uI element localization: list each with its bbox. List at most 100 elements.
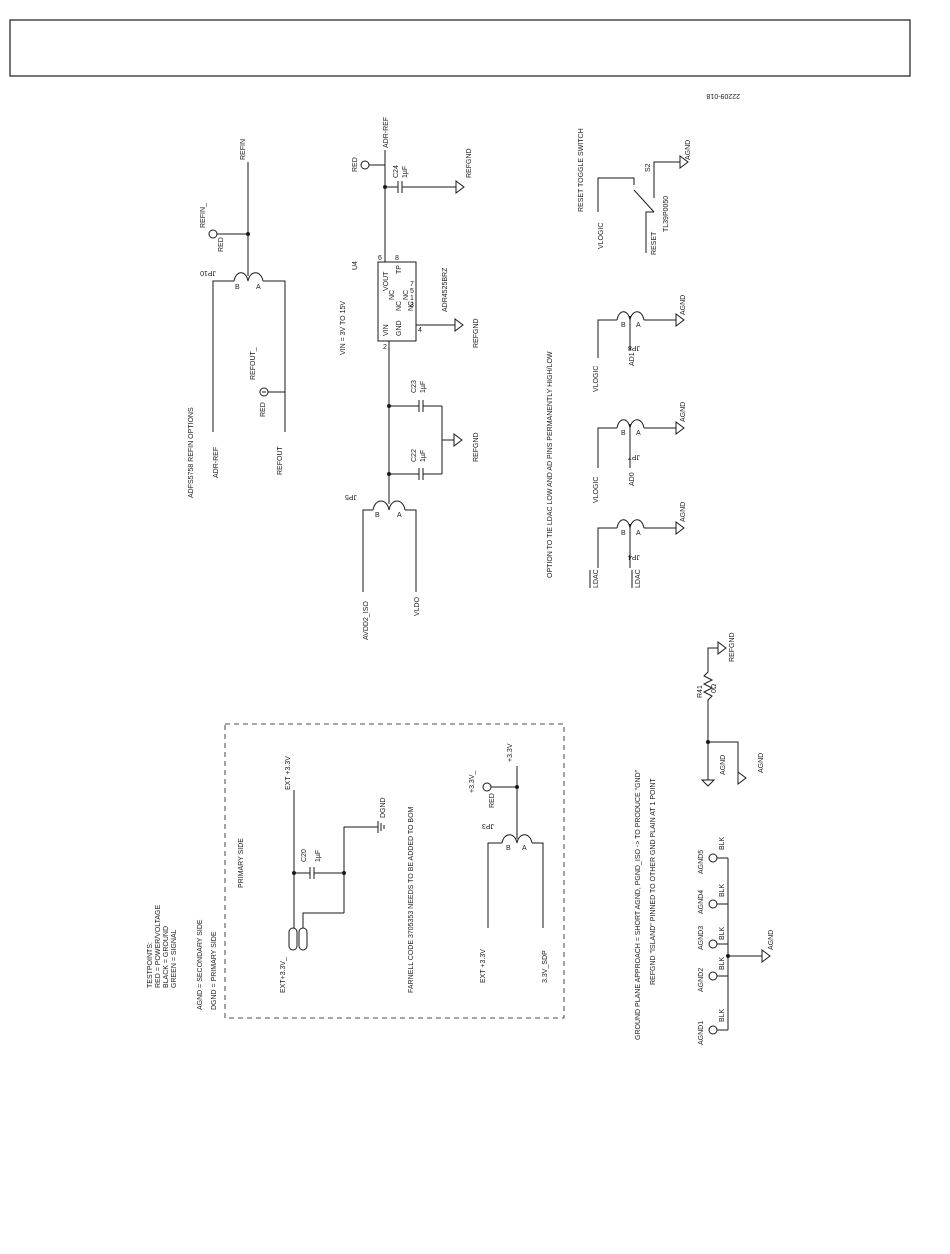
jp10-pin-a: A [256, 284, 261, 291]
jp8-pin-b: B [621, 322, 626, 329]
ext-net-label: EXT +3.3V [285, 756, 292, 790]
jp8-agnd-label: AGND [680, 295, 687, 315]
sdp-label: 3.3V_SDP [542, 950, 549, 983]
legend-green: GREEN = SIGNAL [171, 929, 178, 988]
ground-note-2: REFGND "ISLAND" PINNED TO OTHER GND PLAI… [650, 778, 657, 985]
jp3-pin-a: A [522, 845, 527, 852]
r41-agnd-symbol-2 [737, 771, 747, 785]
u4-pin-nc-2: NC [389, 290, 396, 300]
agnd1-label: AGND1 [698, 1021, 705, 1045]
jp7-pin-b: B [621, 430, 626, 437]
r41-refgnd-symbol [717, 641, 727, 655]
c23-val: 1µF [420, 381, 427, 393]
refgnd-symbol-u4 [454, 318, 464, 332]
options-title: OPTION TO TIE LDAC LOW AND AD PINS PERMA… [547, 351, 554, 578]
c22-val: 1µF [420, 450, 427, 462]
jp4-jumper [616, 519, 645, 529]
s2-ref: S2 [645, 163, 652, 172]
agnd-bus-label: AGND [768, 930, 775, 950]
jp3-testpoint [482, 782, 492, 792]
reset-net: RESET [651, 231, 658, 255]
ext-tp-label: EXT+3.3V_ [280, 957, 287, 993]
agnd-symbol-bus [761, 949, 771, 963]
jp4-agnd-symbol [675, 521, 685, 535]
farnell-note: FARNELL CODE 3705353 NEEDS TO BE ADDED T… [408, 806, 415, 993]
jp3-wire-a [532, 842, 544, 928]
jp3-label: JP3 [482, 822, 494, 829]
ext-connector-b [298, 927, 308, 951]
ground-group: GROUND PLANE APPROACH = SHORT AGND, PGND… [635, 769, 775, 1045]
primary-side-box [224, 723, 565, 1019]
options-group: OPTION TO TIE LDAC LOW AND AD PINS PERMA… [547, 295, 687, 588]
reset-wire-vlogic [597, 177, 635, 212]
u4-pin-num-6: 6 [378, 255, 382, 262]
jp4-wire-b [597, 527, 617, 568]
refgnd-label-u4: REFGND [473, 318, 480, 348]
legend-agnd: AGND = SECONDARY SIDE [197, 919, 204, 1010]
agnd5-testpoint [708, 853, 718, 863]
jp4-pin-a: A [636, 530, 641, 537]
refgnd-label-caps: REFGND [473, 432, 480, 462]
connector-wire [302, 912, 344, 928]
net-vldo: VLDO [414, 596, 421, 616]
legend-title: TESTPOINTS: [147, 942, 154, 988]
adr-ref-net: ADR-REF [383, 117, 390, 148]
title-block [9, 19, 911, 77]
reset-vlogic: VLOGIC [598, 223, 605, 249]
agnd4-label: AGND4 [698, 890, 705, 914]
jp4-agnd-label: AGND [680, 502, 687, 522]
agnd4-color: BLK [719, 883, 726, 897]
reset-agnd-symbol [679, 155, 689, 169]
refgnd-label-c24: REFGND [466, 148, 473, 178]
primary-side-group: PRIMARY SIDE EXT +3.3V C20 1µF DGND EXT+… [224, 723, 565, 1019]
c23-ref: C23 [411, 380, 418, 393]
net-refin: REFIN [240, 139, 247, 160]
legend-red: RED = POWER/VOLTAGE [155, 904, 162, 988]
refout-tp-label: REFOUT_ [250, 347, 257, 380]
u4-pin-vin: VIN [383, 324, 390, 336]
legend-black: BLACK = GROUND [163, 926, 170, 988]
c20-ref: C20 [301, 849, 308, 862]
adr-ref-testpoint [360, 160, 370, 170]
u4-pin-nc-4: NC [408, 301, 415, 311]
ext-connector-a [288, 927, 298, 951]
jp8-label: JP8 [628, 344, 640, 351]
r41-agnd-symbol-1 [700, 779, 716, 787]
testpoint-legend: TESTPOINTS: RED = POWER/VOLTAGE BLACK = … [147, 904, 218, 1010]
jp3-tp-color: RED [489, 793, 496, 808]
jp5-jumper [372, 500, 406, 511]
jp3-pin-b: B [506, 845, 511, 852]
jp5-label: JP5 [345, 493, 357, 500]
r41-top-wire [707, 647, 718, 652]
jp8-jumper [616, 311, 645, 321]
jp7-jumper [616, 419, 645, 429]
c24-ref: C24 [393, 165, 400, 178]
u4-pin-gnd: GND [396, 320, 403, 336]
u4-pin-num-8: 8 [395, 255, 399, 262]
jp7-ad0: AD0 [629, 472, 636, 486]
ground-note-1: GROUND PLANE APPROACH = SHORT AGND, PGND… [635, 769, 642, 1040]
agnd1-color: BLK [719, 1008, 726, 1022]
refin-options-group: ADFS5758 REFIN OPTIONS ADR-REF REFOUT RE… [188, 139, 286, 498]
net-33v: +3.3V [507, 743, 514, 762]
u4-pin-num-2: 2 [383, 344, 387, 351]
refgnd-symbol-c24 [455, 180, 465, 194]
jp7-wire-b [597, 427, 617, 468]
agnd3-testpoint [708, 939, 718, 949]
wire-adr-ref [212, 280, 234, 432]
dgnd-wire [343, 826, 378, 913]
u4-ic [377, 261, 417, 342]
r41-refgnd: REFGND [729, 632, 736, 662]
primary-title: PRIMARY SIDE [238, 838, 245, 888]
agnd5-color: BLK [719, 836, 726, 850]
jp8-wire-b [597, 319, 617, 358]
refin-section-title: ADFS5758 REFIN OPTIONS [188, 407, 195, 498]
refin-testpoint [208, 229, 218, 239]
jp8-pin-a: A [636, 322, 641, 329]
jp10-pin-b: B [235, 284, 240, 291]
agnd3-color: BLK [719, 926, 726, 940]
reset-wire-gnd [653, 161, 680, 198]
jp5-pin-b: B [375, 512, 380, 519]
r41-resistor [702, 652, 714, 742]
